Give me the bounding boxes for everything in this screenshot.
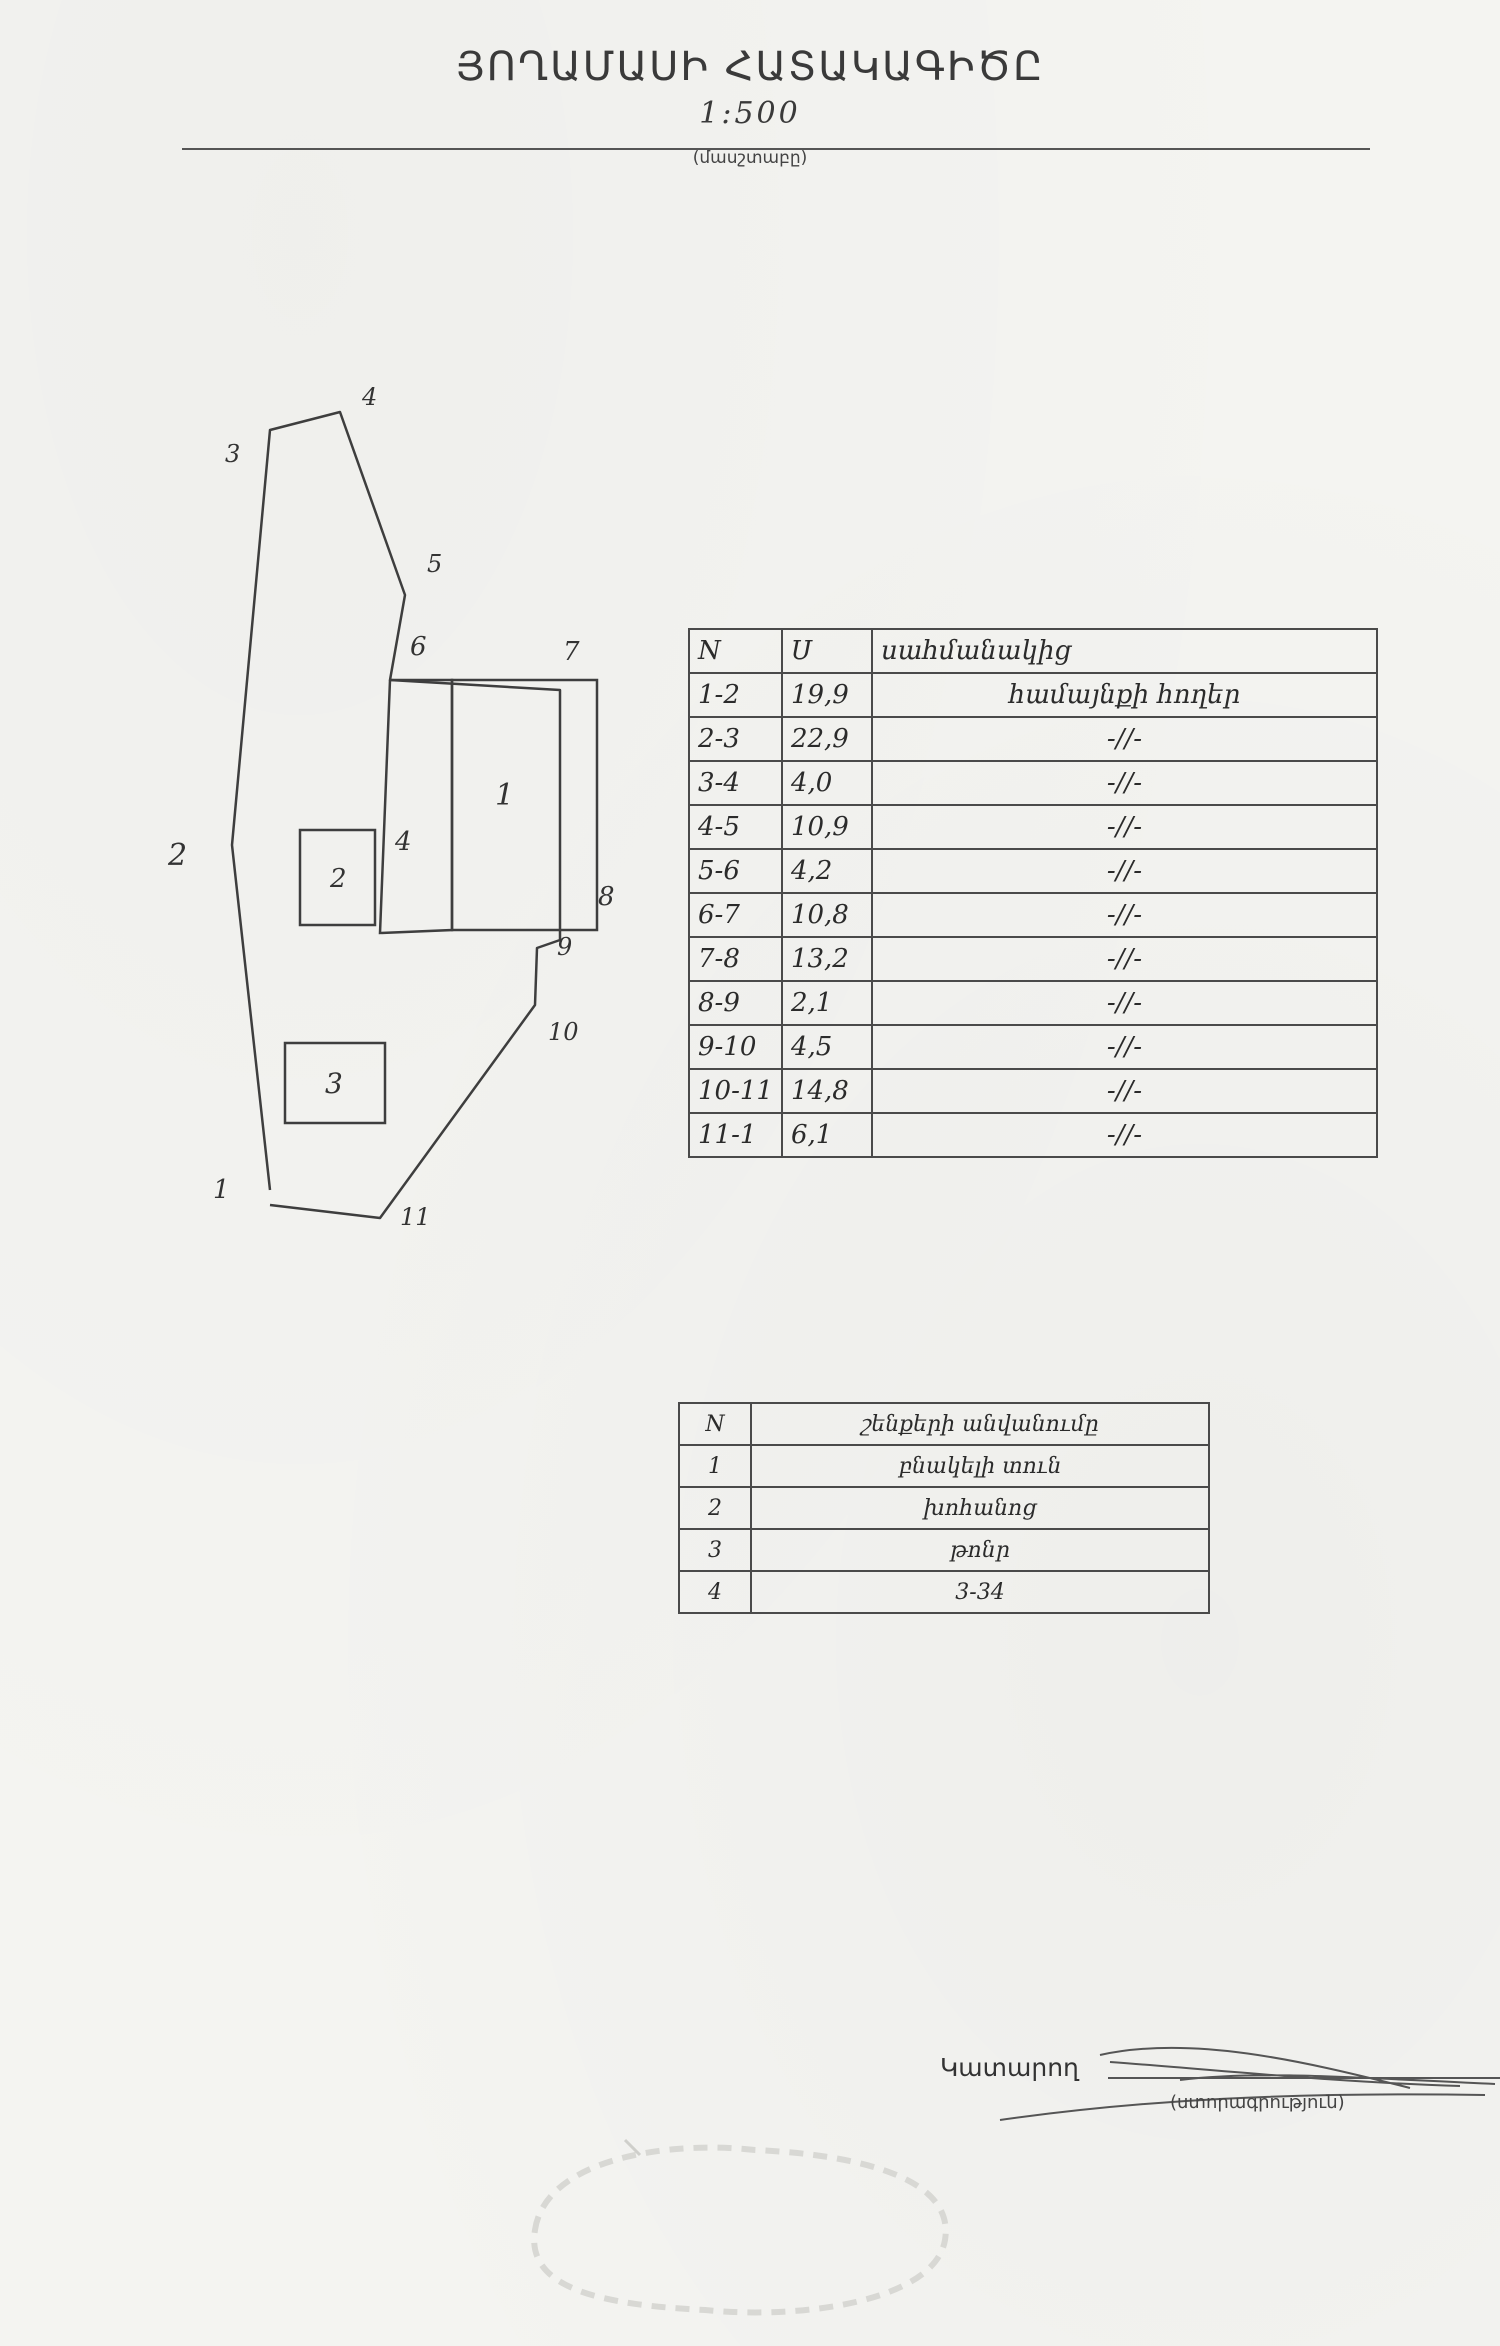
segment-cell: 11-1 <box>688 1112 783 1158</box>
length-cell: 2,1 <box>780 980 873 1026</box>
building-label: 1 <box>495 778 514 813</box>
length-cell: 13,2 <box>780 936 873 982</box>
vertex-label: 6 <box>410 632 427 662</box>
building-number-cell: 2 <box>678 1486 752 1530</box>
neighbor-cell: -//- <box>870 760 1379 806</box>
building-name-cell: 3-34 <box>750 1570 1210 1614</box>
table-header-row: N շենքերի անվանումը <box>678 1402 1210 1446</box>
signature-caption: (ստորագրություն) <box>1170 2092 1345 2113</box>
length-cell: 4,2 <box>780 848 873 894</box>
segment-cell: 4-5 <box>688 804 783 850</box>
neighbor-cell: -//- <box>870 1024 1379 1070</box>
length-cell: 10,9 <box>780 804 873 850</box>
building-1-outline <box>450 678 599 932</box>
building-name-cell: խոհանոց <box>750 1486 1210 1530</box>
length-cell: 6,1 <box>780 1112 873 1158</box>
neighbor-cell: -//- <box>870 1112 1379 1158</box>
building-name-cell: բնակելի տուն <box>750 1444 1210 1488</box>
header-n: N <box>688 628 783 674</box>
length-cell: 19,9 <box>780 672 873 718</box>
vertex-label: 3 <box>225 440 240 468</box>
scale-caption: (մասշտաբը) <box>692 148 808 168</box>
plot-boundary <box>230 410 562 1220</box>
length-cell: 22,9 <box>780 716 873 762</box>
segment-cell: 5-6 <box>688 848 783 894</box>
neighbor-cell: համայնքի հողեր <box>870 672 1379 718</box>
length-cell: 4,5 <box>780 1024 873 1070</box>
building-name-cell: թոնր <box>750 1528 1210 1572</box>
building-label: 2 <box>329 864 347 894</box>
faded-stamp <box>531 2138 949 2316</box>
building-3-outline <box>283 1041 387 1125</box>
building-number-cell: 1 <box>678 1444 752 1488</box>
signature-scribble <box>999 2046 1500 2121</box>
vertex-label: 11 <box>400 1203 431 1231</box>
header-neighbor: սահմանակից <box>870 628 1379 674</box>
segment-cell: 1-2 <box>688 672 783 718</box>
neighbor-cell: -//- <box>870 848 1379 894</box>
segment-cell: 8-9 <box>688 980 783 1026</box>
performer-label: Կատարող <box>940 2053 1079 2082</box>
title-divider <box>182 148 1370 150</box>
building-2-outline <box>298 828 377 927</box>
vertex-label: 9 <box>557 933 572 961</box>
header-n: N <box>678 1402 752 1446</box>
building-4-outline <box>378 678 454 935</box>
segment-cell: 9-10 <box>688 1024 783 1070</box>
segment-cell: 3-4 <box>688 760 783 806</box>
neighbor-cell: -//- <box>870 980 1379 1026</box>
site-plan-drawing: 1 2 3 4 5 6 7 8 9 10 11 1 2 3 4 <box>167 383 615 1231</box>
segment-cell: 10-11 <box>688 1068 783 1114</box>
segment-cell: 2-3 <box>688 716 783 762</box>
segment-cell: 6-7 <box>688 892 783 938</box>
neighbor-cell: -//- <box>870 936 1379 982</box>
neighbor-cell: -//- <box>870 804 1379 850</box>
table-header-row: N Ս սահմանակից <box>688 628 1379 674</box>
header-s: Ս <box>780 628 873 674</box>
vertex-label: 4 <box>361 383 377 411</box>
neighbor-cell: -//- <box>870 892 1379 938</box>
vertex-label: 10 <box>548 1018 579 1046</box>
length-cell: 14,8 <box>780 1068 873 1114</box>
length-cell: 10,8 <box>780 892 873 938</box>
vertex-label: 1 <box>213 1175 230 1205</box>
neighbor-cell: -//- <box>870 716 1379 762</box>
header-building-name: շենքերի անվանումը <box>750 1402 1210 1446</box>
scale-value: 1:500 <box>699 96 801 131</box>
length-cell: 4,0 <box>780 760 873 806</box>
building-number-cell: 4 <box>678 1570 752 1614</box>
segment-cell: 7-8 <box>688 936 783 982</box>
vertex-label: 8 <box>598 882 615 912</box>
page-title: ՅՈՂԱՄԱՍԻ ՀԱՏԱԿԱԳԻԾԸ <box>455 44 1045 90</box>
building-label: 3 <box>325 1067 343 1100</box>
neighbor-cell: -//- <box>870 1068 1379 1114</box>
vertex-label: 5 <box>427 550 442 578</box>
building-label: 4 <box>394 827 412 857</box>
vertex-label: 7 <box>563 637 580 667</box>
building-number-cell: 3 <box>678 1528 752 1572</box>
vertex-label: 2 <box>167 838 187 873</box>
